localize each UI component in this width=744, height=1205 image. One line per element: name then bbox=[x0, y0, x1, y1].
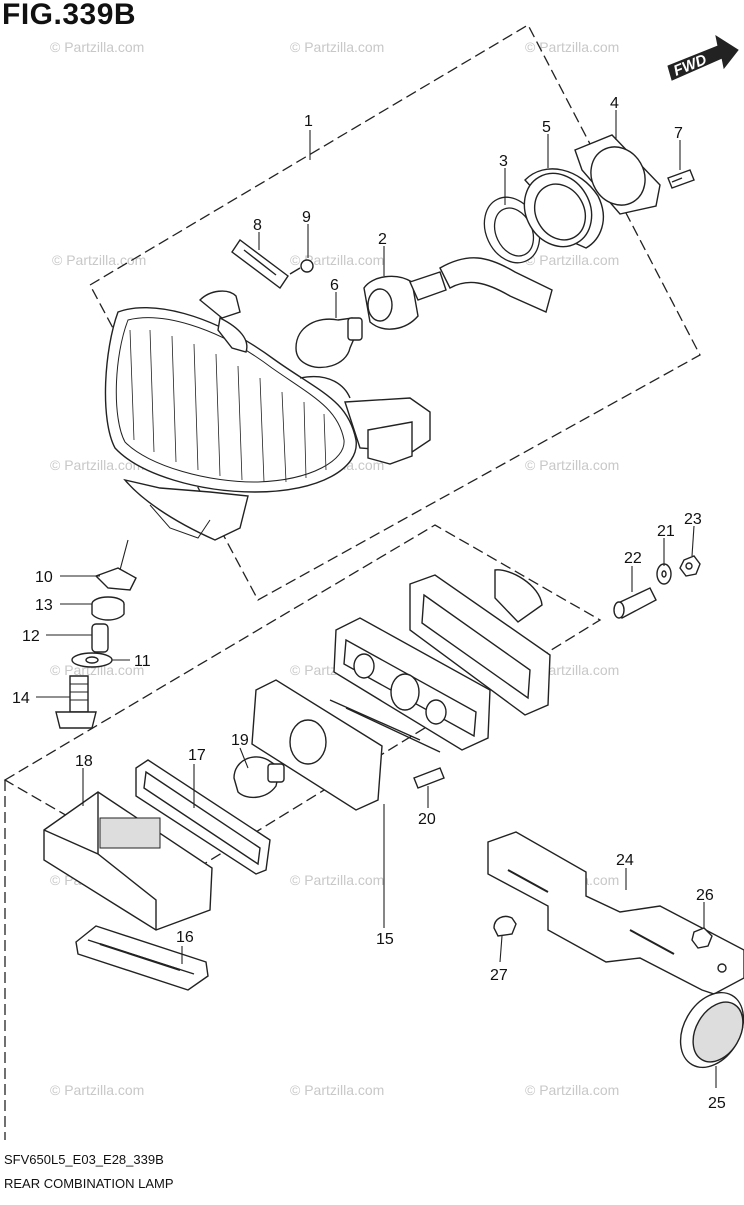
spacer-22 bbox=[613, 587, 657, 619]
watermark: © Partzilla.com bbox=[50, 662, 144, 678]
watermark: © Partzilla.com bbox=[525, 39, 619, 55]
watermark: © Partzilla.com bbox=[525, 1082, 619, 1098]
gasket-ring-3 bbox=[483, 196, 541, 264]
callout-25: 25 bbox=[708, 1095, 726, 1112]
mount-stack bbox=[55, 567, 137, 729]
bracket-24 bbox=[487, 831, 744, 995]
lens-18 bbox=[43, 791, 213, 931]
bracket-8 bbox=[231, 238, 289, 290]
watermark: © Partzilla.com bbox=[50, 457, 144, 473]
callout-2: 2 bbox=[378, 231, 387, 248]
callout-11: 11 bbox=[134, 653, 151, 670]
ring-5 bbox=[523, 168, 605, 249]
bulb-socket bbox=[363, 257, 553, 330]
callout-4: 4 bbox=[610, 95, 619, 112]
callout-3: 3 bbox=[499, 153, 508, 170]
callout-24: 24 bbox=[616, 852, 634, 869]
callout-10: 10 bbox=[35, 569, 53, 586]
watermark: © Partzilla.com bbox=[290, 872, 384, 888]
figure-code: SFV650L5_E03_E28_339B bbox=[4, 1152, 164, 1167]
watermark: © Partzilla.com bbox=[290, 252, 384, 268]
washer-21 bbox=[656, 563, 672, 585]
callout-18: 18 bbox=[75, 753, 93, 770]
callout-16: 16 bbox=[176, 929, 194, 946]
callout-15: 15 bbox=[376, 931, 394, 948]
callout-17: 17 bbox=[188, 747, 206, 764]
screw-9 bbox=[289, 259, 314, 275]
callout-1: 1 bbox=[304, 113, 313, 130]
callout-20: 20 bbox=[418, 811, 436, 828]
watermark: © Partzilla.com bbox=[525, 252, 619, 268]
watermark: © Partzilla.com bbox=[50, 39, 144, 55]
callout-21: 21 bbox=[657, 523, 675, 540]
watermark: © Partzilla.com bbox=[50, 1082, 144, 1098]
callout-12: 12 bbox=[22, 628, 40, 645]
callouts: 1 2 3 4 5 6 7 8 9 10 11 12 13 14 15 16 1… bbox=[12, 95, 726, 1112]
bulb-19 bbox=[233, 756, 285, 799]
watermark: © Partzilla.com bbox=[290, 1082, 384, 1098]
gasket-17 bbox=[135, 759, 271, 875]
nut-23 bbox=[679, 555, 701, 577]
callout-27: 27 bbox=[490, 967, 508, 984]
figure-name: REAR COMBINATION LAMP bbox=[4, 1176, 174, 1191]
lamp-socket-bracket bbox=[251, 679, 441, 811]
watermark: © Partzilla.com bbox=[52, 252, 146, 268]
license-lamp-housing bbox=[333, 617, 491, 751]
callout-19: 19 bbox=[231, 732, 249, 749]
callout-13: 13 bbox=[35, 597, 53, 614]
callout-8: 8 bbox=[253, 217, 262, 234]
screw-20 bbox=[413, 767, 445, 789]
callout-22: 22 bbox=[624, 550, 642, 567]
tail-lamp-assembly bbox=[104, 290, 431, 541]
callout-9: 9 bbox=[302, 209, 311, 226]
screw-7 bbox=[667, 169, 695, 189]
reflector-25 bbox=[679, 991, 744, 1069]
callout-5: 5 bbox=[542, 119, 551, 136]
fwd-label: FWD bbox=[671, 51, 709, 80]
callout-14: 14 bbox=[12, 690, 30, 707]
callout-26: 26 bbox=[696, 887, 714, 904]
bulb-6 bbox=[295, 317, 363, 369]
callout-23: 23 bbox=[684, 511, 702, 528]
watermark: © Partzilla.com bbox=[525, 457, 619, 473]
plate-16 bbox=[75, 925, 209, 991]
callout-6: 6 bbox=[330, 277, 339, 294]
license-lamp-base bbox=[409, 569, 551, 716]
fwd-arrow-icon: FWD bbox=[667, 34, 739, 81]
leader-lines bbox=[36, 110, 717, 1088]
figure-title: FIG.339B bbox=[2, 0, 137, 31]
cover-plate-4 bbox=[574, 134, 661, 215]
clip-27 bbox=[493, 915, 517, 937]
callout-7: 7 bbox=[674, 125, 683, 142]
watermark: © Partzilla.com bbox=[290, 39, 384, 55]
